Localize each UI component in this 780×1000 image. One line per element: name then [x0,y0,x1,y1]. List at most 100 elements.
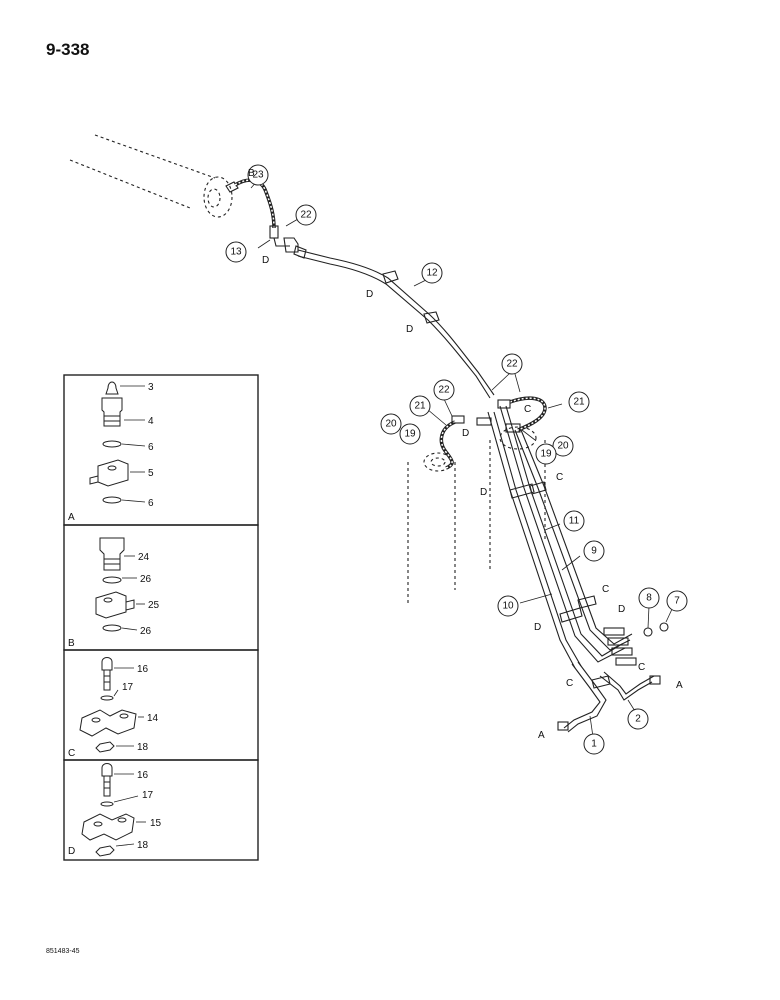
callout-13: 13 [230,247,242,258]
label-a-left: A [538,730,545,741]
callout-10: 10 [502,601,514,612]
label-c-4: C [638,662,645,673]
oring-26a [102,576,122,584]
end-fittings [603,627,637,666]
inset-panel-c [63,649,259,761]
inset-c-part-17: 17 [122,682,134,693]
label-c-1: C [524,404,531,415]
fitting-4 [101,397,123,427]
inset-b-part-25: 25 [148,600,160,611]
clamp-c-bottom [591,675,611,689]
callout-21-left: 21 [414,401,426,412]
callout-1: 1 [591,739,597,750]
clamp-d-mid [509,483,535,499]
label-d-3: D [406,324,413,335]
label-d-6: D [618,604,625,615]
fitting-a-1 [557,721,569,731]
block-5 [97,459,129,487]
inset-a-part-5: 5 [148,468,154,479]
oring-6a [102,440,122,448]
callout-22-mid: 22 [506,359,518,370]
callout-19-left: 19 [404,429,416,440]
tube-2 [599,675,653,701]
inset-panel-d [63,759,259,861]
page-number: 9-338 [46,40,90,59]
callout-12: 12 [426,268,438,279]
tube-12 [297,249,495,399]
inset-panel-a [63,374,259,526]
callout-20-right: 20 [557,441,569,452]
clamp-d-12a [382,270,399,284]
inset-d-part-15: 15 [150,818,162,829]
inset-d-part-16: 16 [137,770,149,781]
inset-d-label: D [68,846,75,857]
callout-20-left: 20 [385,419,397,430]
clamp-c-low [577,595,597,609]
inset-a-label: A [68,512,75,523]
inset-d-part-18: 18 [137,840,149,851]
clamp-d-low [559,607,583,623]
callout-11: 11 [569,516,580,527]
clamp-c-mid [529,481,547,495]
inset-b-part-26a: 26 [140,574,152,585]
document-code: 851483-45 [46,948,80,955]
tube-1 [563,663,601,729]
callout-7: 7 [674,596,680,607]
label-d-2: D [366,289,373,300]
label-d-4: D [462,428,469,439]
inset-b-part-24: 24 [138,552,150,563]
label-b: B [248,168,255,179]
label-d-7: D [534,622,541,633]
fitting-b [225,181,239,193]
inset-a-part-6a: 6 [148,442,154,453]
clamp-d-top [283,237,299,253]
callout-22-left: 22 [438,385,450,396]
clamp-15 [81,813,135,841]
washer-17-d [100,801,114,807]
boom-cylinder [69,134,233,218]
callout-19-right: 19 [540,449,552,460]
label-c-2: C [556,472,563,483]
nut-18-c [95,741,115,753]
fitting-a-2 [649,675,661,685]
oring-6b [102,496,122,504]
hose-21-left [439,420,456,470]
cap-8 [643,627,653,637]
clamp-d-12b [423,311,440,324]
arm-cylinder [407,452,456,605]
inset-b-part-26b: 26 [140,626,152,637]
inset-d-part-17: 17 [142,790,154,801]
block-25 [95,591,127,619]
label-c-3: C [602,584,609,595]
plug-7 [659,622,669,632]
inset-c-part-14: 14 [147,713,159,724]
label-c-5: C [566,678,573,689]
callout-8: 8 [646,593,652,604]
inset-a-part-4: 4 [148,416,154,427]
inset-b-label: B [68,638,75,649]
hose-23 [234,178,276,229]
fitting-3 [105,381,119,395]
bolt-16-d [101,763,113,777]
label-d-5: D [480,487,487,498]
washer-17-c [100,695,114,701]
callout-23: 23 [252,170,264,181]
tube-bundle [487,405,633,669]
inset-c-part-18: 18 [137,742,149,753]
callout-9: 9 [591,546,597,557]
inset-panel-b [63,524,259,651]
fitting-24 [99,537,125,571]
oring-26b [102,624,122,632]
label-d-1: D [262,255,269,266]
clamp-14 [79,709,137,737]
inset-c-part-16: 16 [137,664,149,675]
label-a-right: A [676,680,683,691]
callout-22-top: 22 [300,210,312,221]
callout-21-right: 21 [573,397,585,408]
bolt-16-c [101,657,113,671]
inset-a-part-6b: 6 [148,498,154,509]
callout-2: 2 [635,714,641,725]
inset-c-label: C [68,748,75,759]
nut-18-d [95,845,115,857]
